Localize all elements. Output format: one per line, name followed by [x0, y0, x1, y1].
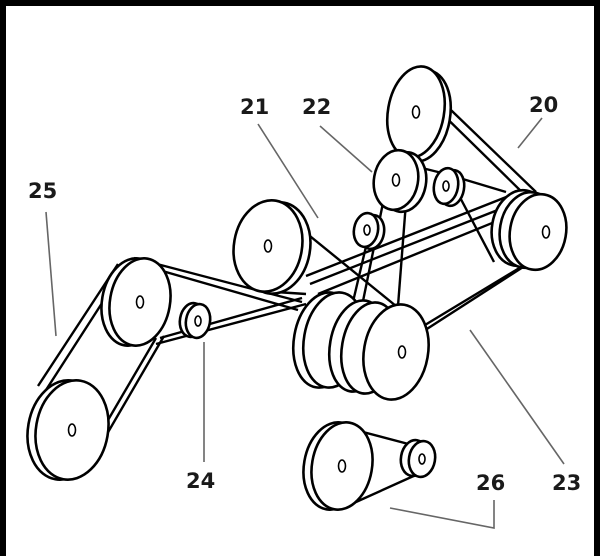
belt-22-c — [350, 237, 370, 307]
pulley-center — [292, 291, 430, 401]
pulley-26-small — [399, 438, 437, 479]
leader-22 — [319, 125, 373, 173]
pulley-idler-middle — [352, 211, 386, 251]
callout-24: 24 — [186, 469, 215, 493]
belt-22-b — [396, 201, 408, 307]
callout-23: 23 — [552, 471, 581, 495]
belt-24-bottom — [155, 302, 307, 346]
leader-23 — [469, 329, 565, 465]
pulley-left-upper — [100, 257, 172, 347]
leader-lines — [45, 117, 565, 529]
leader-21 — [257, 123, 319, 219]
pulley-right — [490, 188, 568, 272]
callout-22: 22 — [302, 95, 331, 119]
belt-23-bottom — [415, 258, 535, 338]
belt-22-a — [360, 197, 386, 307]
diagram-canvas: 20 21 22 23 24 25 26 — [6, 6, 594, 556]
belt-23-bottom2 — [419, 262, 527, 330]
callout-21: 21 — [240, 95, 269, 119]
leader-26 — [389, 500, 495, 529]
belt-26-bottom — [355, 472, 419, 504]
belt-23-top — [305, 192, 515, 278]
pulley-idler-24 — [178, 301, 212, 340]
callout-26: 26 — [476, 471, 505, 495]
pulley-26-large — [302, 421, 374, 511]
pulley-22 — [372, 148, 428, 214]
belt-23-mid — [317, 208, 525, 296]
pulley-group — [26, 65, 568, 511]
pulley-21 — [232, 199, 312, 295]
pulley-left-lower — [26, 379, 110, 481]
callout-25: 25 — [28, 179, 57, 203]
belt-23-top2 — [309, 200, 519, 286]
belt-drive-diagram: 20 21 22 23 24 25 26 — [26, 65, 581, 529]
callout-labels: 20 21 22 23 24 25 26 — [28, 93, 581, 495]
belt-25-back — [98, 335, 166, 447]
leader-20 — [517, 117, 543, 149]
leader-25 — [45, 211, 57, 337]
callout-20: 20 — [529, 93, 558, 117]
pulley-idler-upper — [432, 166, 466, 208]
pulley-top — [385, 65, 453, 163]
